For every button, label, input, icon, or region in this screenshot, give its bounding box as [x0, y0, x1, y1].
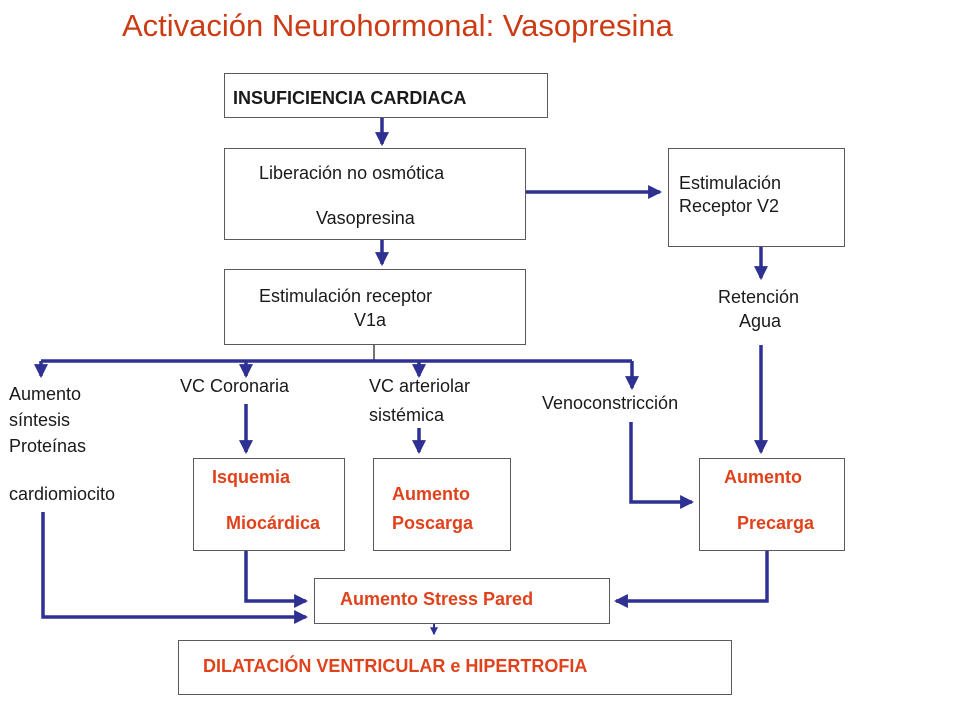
- precarga-label-2: Precarga: [737, 513, 815, 533]
- isquemia-label-2: Miocárdica: [226, 513, 321, 533]
- poscarga-label-2: Poscarga: [392, 513, 474, 533]
- liberacion-label-2: Vasopresina: [316, 208, 415, 228]
- poscarga-label-1: Aumento: [392, 484, 470, 504]
- box-estimulacion-v2: [668, 148, 845, 247]
- sintesis-label-3: Proteínas: [9, 436, 87, 456]
- estim-v1a-label-2: V1a: [354, 310, 387, 330]
- vc-coronaria-label: VC Coronaria: [180, 376, 290, 396]
- page-title: Activación Neurohormonal: Vasopresina: [122, 8, 673, 43]
- estim-v2-label-1: Estimulación: [679, 173, 782, 193]
- arrow-sintesis-stress: [41, 512, 309, 624]
- venoconstriccion-label: Venoconstricción: [542, 393, 679, 413]
- retencion-label-1: Retención: [718, 287, 800, 307]
- box-isquemia-miocardica: [193, 458, 345, 551]
- box-aumento-poscarga: [373, 458, 511, 551]
- sintesis-label-4: cardiomiocito: [9, 484, 116, 504]
- arrow-isquemia-stress: [244, 551, 309, 608]
- box-aumento-precarga: [699, 458, 845, 551]
- box-liberacion-vasopresina: [224, 148, 526, 240]
- precarga-label-1: Aumento: [724, 467, 802, 487]
- vc-arteriolar-label-2: sistémica: [369, 405, 445, 425]
- arrow-precarga-stress: [613, 551, 769, 608]
- liberacion-label-1: Liberación no osmótica: [259, 163, 445, 183]
- dilatacion-label: DILATACIÓN VENTRICULAR e HIPERTROFIA: [203, 656, 588, 676]
- sintesis-label-1: Aumento: [9, 384, 82, 404]
- insuficiencia-label: INSUFICIENCIA CARDIACA: [233, 88, 467, 108]
- box-estimulacion-v1a: [224, 269, 526, 345]
- estim-v1a-label-1: Estimulación receptor: [259, 286, 433, 306]
- retencion-label-2: Agua: [739, 311, 782, 331]
- sintesis-label-2: síntesis: [9, 410, 71, 430]
- isquemia-label-1: Isquemia: [212, 467, 291, 487]
- arrow-venoconstriccion-precarga: [629, 422, 695, 509]
- box-dilatacion-hipertrofia: [178, 640, 732, 695]
- estim-v2-label-2: Receptor V2: [679, 196, 780, 216]
- box-insuficiencia-cardiaca: [224, 73, 548, 118]
- stress-label: Aumento Stress Pared: [340, 589, 534, 609]
- vc-arteriolar-label-1: VC arteriolar: [369, 376, 471, 396]
- box-aumento-stress-pared: [314, 578, 610, 624]
